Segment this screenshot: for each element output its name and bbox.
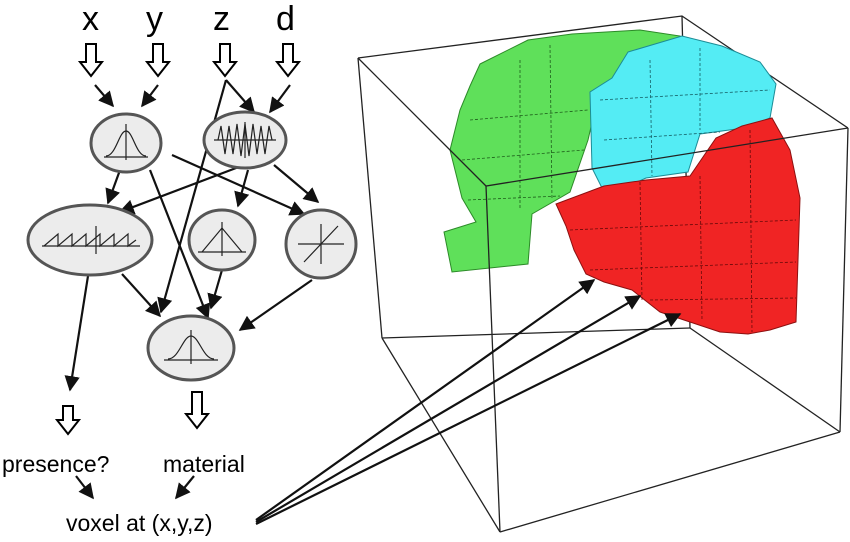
hollow-arrow-material <box>183 391 211 430</box>
output-presence-label: presence? <box>2 451 109 477</box>
hollow-arrow-x <box>77 43 105 78</box>
input-z-label: z <box>213 0 230 38</box>
triangle-icon <box>198 222 246 256</box>
node-mid-left <box>26 203 154 277</box>
input-y-label: y <box>146 0 163 38</box>
cyan-grid <box>599 48 771 177</box>
input-d-label: d <box>276 0 295 38</box>
node-top-left <box>89 112 163 174</box>
input-x-label: x <box>82 0 99 38</box>
input-hollow-arrows <box>77 43 302 78</box>
hollow-arrow-y <box>144 43 172 78</box>
green-grid <box>461 44 589 210</box>
node-mid-right <box>284 208 358 280</box>
hollow-arrow-presence <box>54 405 82 436</box>
node-top-right <box>202 110 288 170</box>
voxel-label: voxel at (x,y,z) <box>66 510 213 536</box>
gaussian-icon <box>104 124 148 160</box>
hollow-arrow-d <box>274 43 302 78</box>
sine-icon <box>214 122 276 158</box>
red-voxels <box>555 117 801 335</box>
voxel-pointer-arrows <box>255 279 682 525</box>
cyan-voxels <box>589 35 777 197</box>
node-output <box>146 314 236 382</box>
linear-icon <box>298 224 344 264</box>
red-grid <box>569 129 797 333</box>
sawtooth-icon <box>42 226 140 254</box>
hollow-arrow-z <box>211 43 239 78</box>
voxel-render <box>357 15 849 533</box>
network-edges <box>64 79 320 500</box>
output-material-label: material <box>163 451 245 477</box>
node-mid-center <box>187 208 257 272</box>
gaussian-icon <box>164 330 218 364</box>
